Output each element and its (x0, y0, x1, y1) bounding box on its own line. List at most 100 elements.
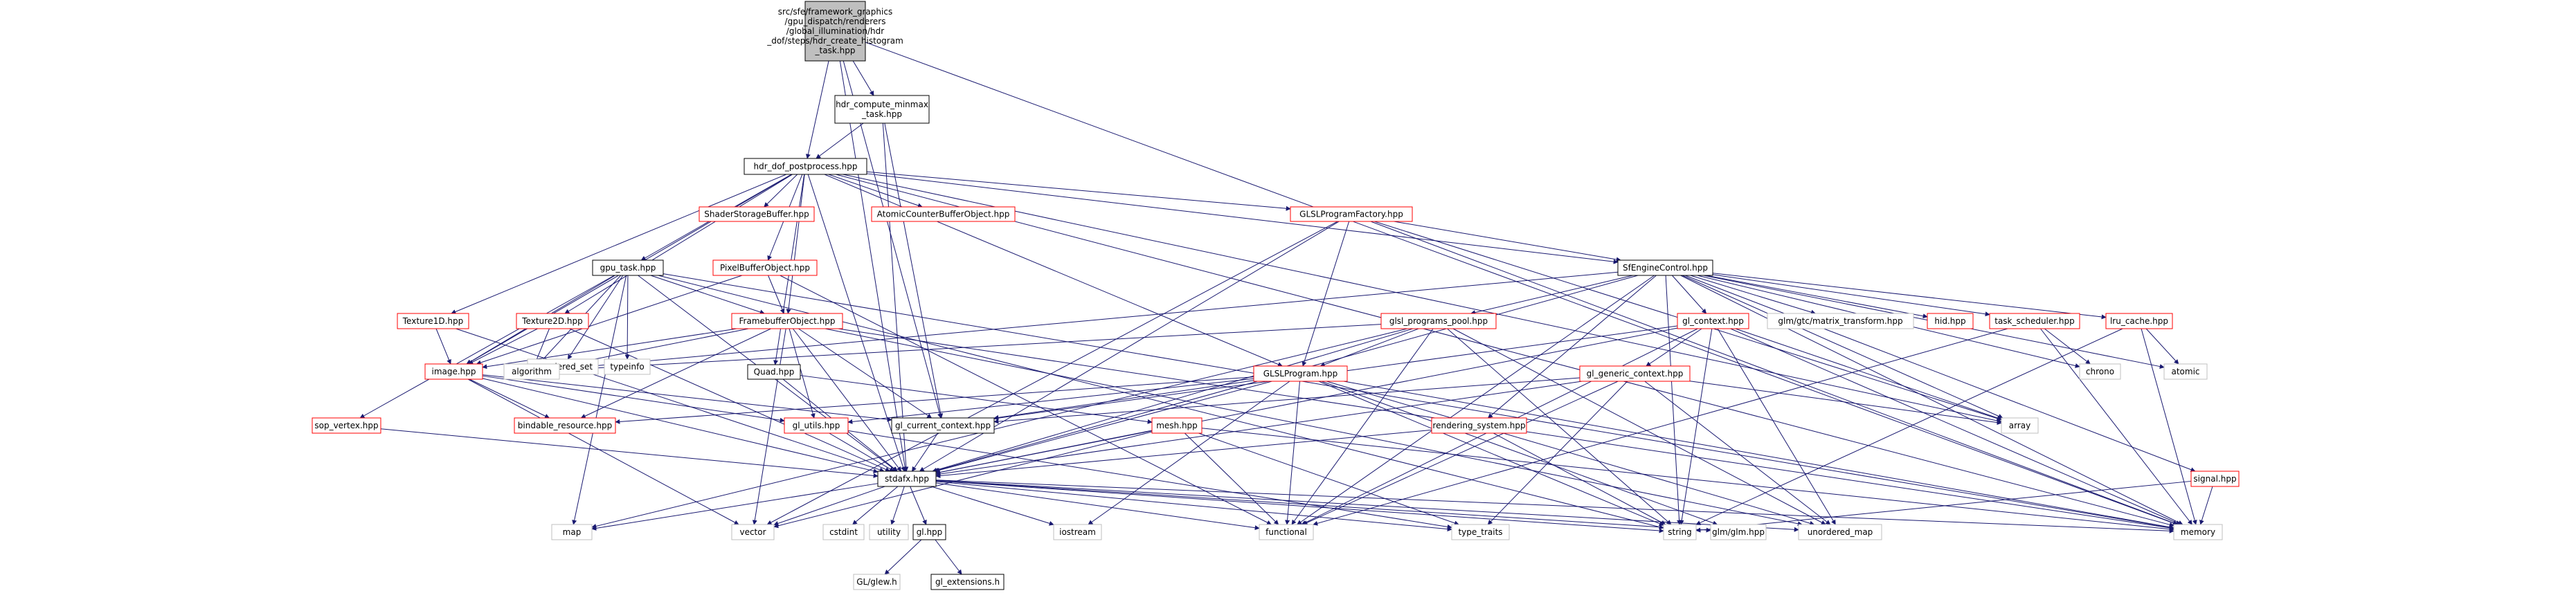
edge-GLSLProgram-to-string (1318, 381, 1664, 526)
node-label-gl_utils: gl_utils.hpp (793, 421, 840, 430)
edge-gpu_task-to-memory (663, 273, 2174, 530)
edge-mesh-to-vector (773, 431, 1153, 529)
node-box-AtomicCounterBufferObject[interactable] (871, 206, 1016, 222)
node-gl_current_context[interactable]: gl_current_context.hpp (891, 417, 995, 434)
node-gl_context[interactable]: gl_context.hpp (1677, 313, 1749, 329)
node-box-stdafx[interactable] (877, 471, 937, 487)
node-FramebufferObject[interactable]: FramebufferObject.hpp (731, 313, 843, 329)
node-gl[interactable]: gl.hpp (912, 524, 946, 540)
node-label-algorithm: algorithm (512, 367, 552, 376)
node-image[interactable]: image.hpp (424, 363, 483, 380)
node-box-image[interactable] (424, 363, 483, 380)
node-box-iostream (1053, 524, 1102, 540)
node-glm: glm/glm.hpp (1710, 524, 1767, 540)
node-ShaderStorageBuffer[interactable]: ShaderStorageBuffer.hpp (699, 206, 815, 222)
node-box-gl_current_context[interactable] (891, 417, 995, 434)
node-box-PixelBufferObject[interactable] (712, 259, 818, 276)
node-box-sop_vertex[interactable] (312, 417, 381, 434)
node-mesh[interactable]: mesh.hpp (1151, 417, 1203, 434)
edge-Texture2D-to-algorithm (534, 328, 550, 365)
edge-GLSLProgram-to-gl_utils (847, 378, 1254, 424)
node-box-gl_utils[interactable] (784, 417, 849, 434)
node-box-Texture2D[interactable] (516, 313, 589, 329)
node-GLSLProgram[interactable]: GLSLProgram.hpp (1253, 365, 1348, 382)
node-box-Texture1D[interactable] (397, 313, 469, 329)
edge-FramebufferObject-to-image (482, 328, 737, 370)
node-box-bindable_resource[interactable] (514, 417, 616, 434)
node-Texture2D[interactable]: Texture2D.hpp (516, 313, 589, 329)
node-box-gl_context[interactable] (1677, 313, 1749, 329)
edge-gl_generic_context-to-array (1689, 381, 2002, 426)
edge-hdr_dof_postprocess-to-array (843, 174, 2002, 423)
node-label-GLSLProgram: GLSLProgram.hpp (1263, 369, 1338, 378)
node-GLSLProgramFactory[interactable]: GLSLProgramFactory.hpp (1290, 206, 1413, 222)
node-label-gpu_task: gpu_task.hpp (600, 263, 656, 273)
node-Quad[interactable]: Quad.hpp (747, 364, 801, 380)
node-stdafx[interactable]: stdafx.hpp (877, 471, 937, 487)
node-box-mesh[interactable] (1151, 417, 1203, 434)
node-box-hdr_dof_postprocess[interactable] (744, 158, 867, 175)
node-root[interactable]: src/sfe/framework_graphics/gpu_dispatch/… (766, 1, 903, 62)
node-box-gl[interactable] (912, 524, 946, 540)
node-sop_vertex[interactable]: sop_vertex.hpp (312, 417, 381, 434)
node-SfEngineControl[interactable]: SfEngineControl.hpp (1617, 259, 1713, 276)
node-box-hid[interactable] (1927, 313, 1974, 329)
node-map: map (551, 524, 593, 540)
node-box-glsl_programs_pool[interactable] (1380, 313, 1497, 329)
node-hdr_dof_postprocess[interactable]: hdr_dof_postprocess.hpp (744, 158, 867, 175)
node-label-gl_current_context: gl_current_context.hpp (895, 421, 991, 430)
node-box-SfEngineControl[interactable] (1617, 259, 1713, 276)
node-gl_utils[interactable]: gl_utils.hpp (784, 417, 849, 434)
edge-Texture1D-to-image (435, 328, 451, 365)
node-box-rendering_system[interactable] (1431, 417, 1527, 434)
node-gl_extensions[interactable]: gl_extensions.h (930, 574, 1005, 590)
node-box-root[interactable] (804, 1, 866, 62)
node-label-image: image.hpp (431, 367, 476, 376)
node-task_scheduler[interactable]: task_scheduler.hpp (1989, 313, 2080, 329)
node-box-lru_cache[interactable] (2105, 313, 2173, 329)
node-hid[interactable]: hid.hpp (1927, 313, 1974, 329)
edge-GLSLProgramFactory-to-vector (766, 221, 1338, 525)
node-rendering_system[interactable]: rendering_system.hpp (1431, 417, 1527, 434)
edge-mesh-to-functional (1184, 432, 1279, 525)
edge-GLSLProgram-to-gl_current_context (993, 380, 1254, 420)
node-box-GLSLProgramFactory[interactable] (1290, 206, 1413, 222)
node-box-GLSLProgram[interactable] (1253, 365, 1348, 382)
node-box-hdr_compute_minmax[interactable] (834, 95, 930, 124)
node-box-array (2001, 417, 2039, 434)
node-box-ShaderStorageBuffer[interactable] (699, 206, 815, 222)
node-box-gl_generic_context[interactable] (1579, 365, 1691, 382)
node-bindable_resource[interactable]: bindable_resource.hpp (514, 417, 616, 434)
edge-hdr_dof_postprocess-to-Texture1D (451, 174, 787, 314)
node-lru_cache[interactable]: lru_cache.hpp (2105, 313, 2173, 329)
node-box-gl_extensions[interactable] (930, 574, 1005, 590)
node-glsl_programs_pool[interactable]: glsl_programs_pool.hpp (1380, 313, 1497, 329)
node-box-FramebufferObject[interactable] (731, 313, 843, 329)
node-PixelBufferObject[interactable]: PixelBufferObject.hpp (712, 259, 818, 276)
edge-gpu_task-to-typeinfo (624, 275, 630, 360)
edge-FramebufferObject-to-vector (752, 328, 786, 525)
node-box-memory (2173, 524, 2223, 540)
edge-stdafx-to-functional (935, 482, 1260, 531)
node-box-task_scheduler[interactable] (1989, 313, 2080, 329)
node-label-gl_extensions: gl_extensions.h (935, 577, 1000, 587)
node-box-chrono (2079, 363, 2121, 380)
node-hdr_compute_minmax[interactable]: hdr_compute_minmax_task.hpp (834, 95, 930, 124)
node-AtomicCounterBufferObject[interactable]: AtomicCounterBufferObject.hpp (871, 206, 1016, 222)
node-box-Quad[interactable] (747, 364, 801, 380)
node-label-task_scheduler: task_scheduler.hpp (1994, 316, 2075, 326)
node-label-GLSLProgramFactory: GLSLProgramFactory.hpp (1299, 209, 1403, 219)
node-label-glm: glm/glm.hpp (1712, 527, 1765, 537)
node-iostream: iostream (1053, 524, 1102, 540)
node-signal[interactable]: signal.hpp (2190, 471, 2240, 487)
node-gl_generic_context[interactable]: gl_generic_context.hpp (1579, 365, 1691, 382)
edge-GLSLProgramFactory-to-GLSLProgram (1301, 221, 1350, 367)
node-label-stdafx: stdafx.hpp (885, 474, 929, 484)
node-Texture1D[interactable]: Texture1D.hpp (397, 313, 469, 329)
edge-SfEngineControl-to-hid (1706, 275, 1928, 319)
node-gpu_task[interactable]: gpu_task.hpp (592, 259, 664, 276)
node-box-gpu_task[interactable] (592, 259, 664, 276)
node-box-signal[interactable] (2190, 471, 2240, 487)
edge-gpu_task-to-sop_vertex (359, 275, 615, 419)
edge-stdafx-to-map (591, 483, 879, 531)
